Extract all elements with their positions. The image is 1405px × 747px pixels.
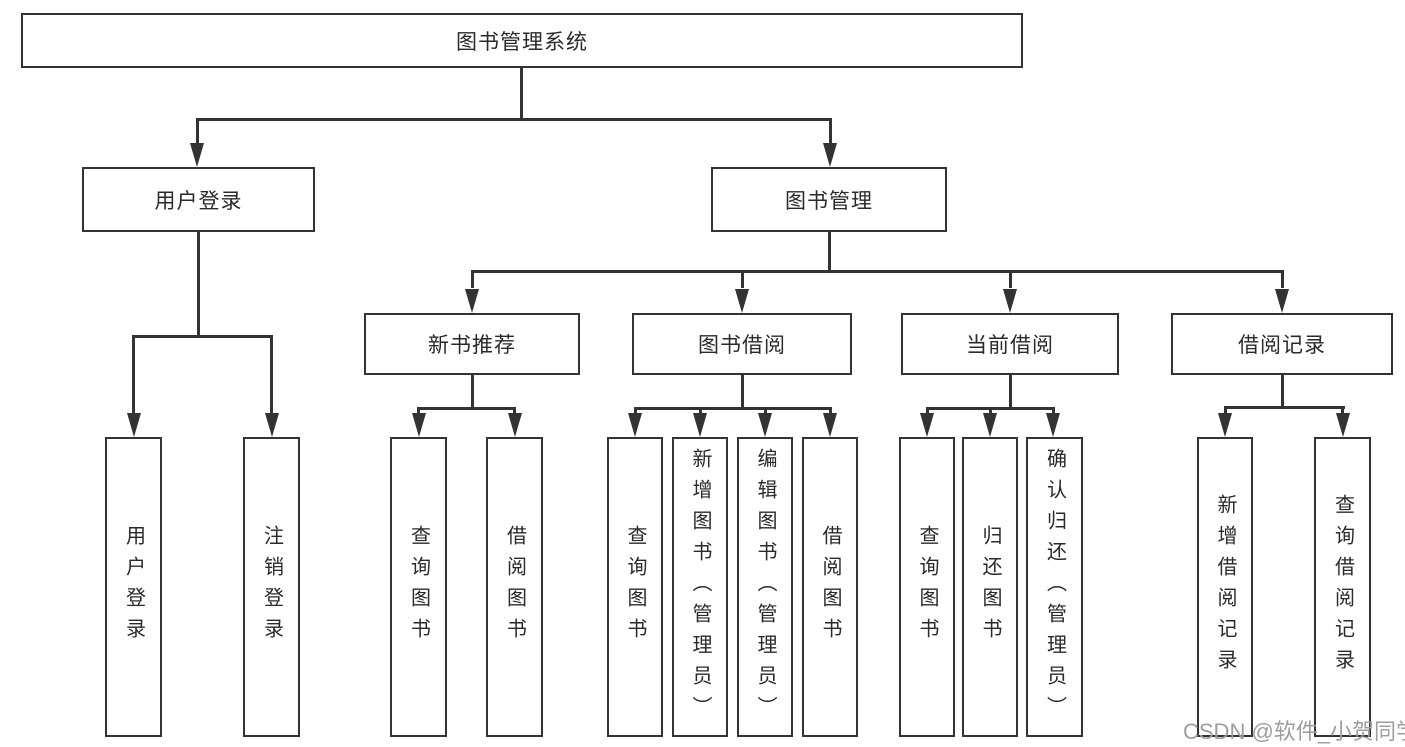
leaf-bb-query-books-label: 查询图书 (624, 525, 646, 649)
leaf-cb-return-books-label: 归还图书 (979, 525, 1001, 649)
arrow-nb-borrow (507, 413, 522, 437)
leaf-logout: 注销登录 (243, 437, 300, 737)
arrow-user-login (190, 143, 204, 167)
leaf-cb-query-books-label: 查询图书 (916, 525, 938, 649)
leaf-bb-borrow-books: 借阅图书 (802, 437, 858, 737)
connector-new-books-stem (470, 375, 474, 409)
leaf-bb-borrow-books-label: 借阅图书 (819, 525, 841, 649)
node-book-borrow-label: 图书借阅 (698, 334, 786, 357)
node-user-login-group-label: 用户登录 (154, 189, 243, 213)
arrow-book-mgmt (823, 143, 837, 167)
arrow-bb-edit (758, 413, 772, 437)
connector-drop-new-books (470, 270, 474, 288)
connector-drop-book-borrow (740, 270, 744, 288)
arrow-cb-query (920, 413, 934, 437)
connector-drop-logout-leaf (270, 334, 273, 415)
node-current-borrow-label: 当前借阅 (966, 334, 1054, 357)
leaf-logout-label: 注销登录 (260, 525, 283, 649)
connector-drop-bb-edit (763, 406, 767, 415)
arrow-login-leaf (126, 413, 141, 437)
connector-book-mgmt-bar (470, 270, 1284, 273)
node-current-borrow: 当前借阅 (901, 313, 1119, 375)
connector-drop-login-leaf (132, 334, 135, 415)
arrow-current-borrow (1003, 289, 1017, 313)
leaf-cb-confirm-return-label: 确认归还（管理员） (1043, 447, 1066, 727)
connector-book-borrow-bar (633, 406, 832, 410)
connector-book-borrow-stem (740, 375, 744, 409)
leaf-user-login-label: 用户登录 (122, 525, 145, 649)
connector-root-bar (195, 117, 832, 121)
leaf-br-add-record-label: 新增借阅记录 (1214, 494, 1236, 680)
connector-drop-cb-confirm (1051, 406, 1055, 415)
connector-user-login-bar (132, 334, 273, 338)
connector-drop-user-login (195, 117, 199, 146)
arrow-nb-query (411, 413, 426, 437)
connector-drop-cb-query (925, 406, 929, 415)
node-book-borrow: 图书借阅 (632, 313, 852, 375)
connector-drop-br-add (1223, 405, 1227, 415)
arrow-br-add (1218, 413, 1232, 437)
node-borrow-records: 借阅记录 (1171, 313, 1393, 375)
leaf-user-login: 用户登录 (105, 437, 162, 737)
leaf-cb-confirm-return: 确认归还（管理员） (1026, 437, 1083, 737)
leaf-nb-borrow-books: 借阅图书 (486, 437, 543, 737)
connector-book-mgmt-stem (827, 232, 831, 273)
leaf-br-query-record: 查询借阅记录 (1314, 437, 1371, 737)
arrow-borrow-records (1275, 289, 1289, 313)
connector-drop-nb-borrow (513, 406, 516, 415)
node-book-mgmt-group-label: 图书管理 (785, 189, 873, 213)
leaf-cb-query-books: 查询图书 (899, 437, 955, 737)
leaf-bb-add-books: 新增图书（管理员） (672, 437, 728, 737)
node-root-label: 图书管理系统 (456, 30, 588, 54)
connector-drop-br-query (1341, 405, 1344, 415)
leaf-br-query-record-label: 查询借阅记录 (1331, 494, 1354, 680)
node-root: 图书管理系统 (21, 13, 1023, 68)
leaf-bb-edit-books-label: 编辑图书（管理员） (754, 447, 776, 727)
arrow-book-borrow (735, 289, 749, 313)
connector-borrow-records-bar (1223, 405, 1345, 409)
node-new-books: 新书推荐 (364, 313, 580, 375)
leaf-nb-query-books-label: 查询图书 (407, 525, 430, 649)
connector-drop-bb-borrow (828, 406, 832, 415)
connector-new-books-bar (417, 406, 516, 410)
arrow-cb-confirm (1046, 413, 1060, 437)
node-new-books-label: 新书推荐 (428, 334, 516, 357)
arrow-bb-query (628, 413, 642, 437)
connector-drop-current-borrow (1008, 270, 1012, 288)
connector-drop-bb-query (633, 406, 637, 415)
csdn-watermark: CSDN @软件_小贺同学 (1183, 719, 1405, 744)
arrow-new-books (465, 289, 479, 313)
leaf-bb-add-books-label: 新增图书（管理员） (689, 447, 711, 727)
connector-drop-nb-query (417, 406, 420, 415)
arrow-cb-return (983, 413, 997, 437)
leaf-nb-borrow-books-label: 借阅图书 (503, 525, 526, 649)
connector-user-login-stem (196, 232, 200, 337)
leaf-bb-query-books: 查询图书 (607, 437, 663, 737)
arrow-br-query (1335, 413, 1350, 437)
node-user-login-group: 用户登录 (82, 167, 315, 232)
arrow-bb-add (693, 413, 707, 437)
connector-drop-borrow-records (1280, 270, 1284, 288)
leaf-br-add-record: 新增借阅记录 (1197, 437, 1253, 737)
leaf-bb-edit-books: 编辑图书（管理员） (737, 437, 793, 737)
arrow-bb-borrow (823, 413, 837, 437)
connector-borrow-records-stem (1280, 375, 1284, 408)
leaf-nb-query-books: 查询图书 (390, 437, 447, 737)
connector-current-borrow-stem (1008, 375, 1012, 409)
connector-drop-bb-add (698, 406, 702, 415)
arrow-logout-leaf (264, 413, 279, 437)
leaf-cb-return-books: 归还图书 (962, 437, 1018, 737)
node-borrow-records-label: 借阅记录 (1238, 334, 1326, 357)
connector-drop-book-mgmt (828, 117, 832, 146)
connector-root-stem (520, 68, 523, 119)
node-book-mgmt-group: 图书管理 (711, 167, 947, 232)
connector-drop-cb-return (988, 406, 992, 415)
